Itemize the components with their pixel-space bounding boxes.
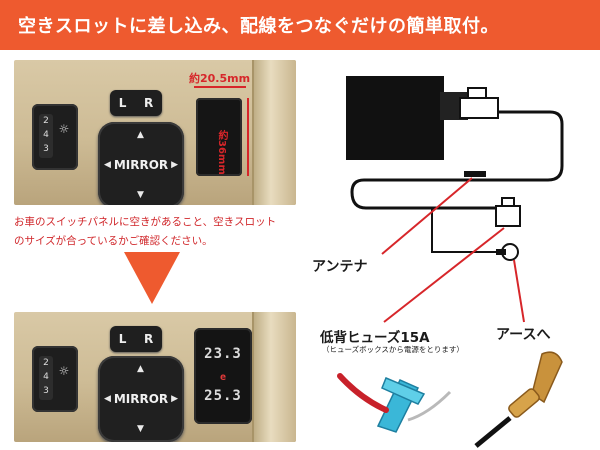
ground-wire (431, 208, 496, 253)
dial-switch: 2 4 3 ☼ (32, 346, 78, 412)
down-arrow-icon (124, 252, 180, 304)
dial-number: 3 (43, 144, 49, 154)
gauge-indicator: e (219, 372, 227, 383)
dial-number: 3 (43, 386, 49, 396)
arrow-left-icon: ◀ (104, 394, 111, 404)
tire-pressure-gauge: 23.3 e 25.3 (194, 328, 252, 424)
gauge-reading-top: 23.3 (204, 346, 242, 362)
dial-numbers: 2 4 3 (39, 356, 53, 400)
headlamp-icon: ☼ (58, 122, 70, 136)
arrow-right-icon: ▶ (171, 394, 178, 404)
mirror-switch: ▲ ▼ ◀ ▶ MIRROR (98, 122, 184, 205)
dial-number: 2 (43, 116, 49, 126)
mirror-label: MIRROR (113, 392, 169, 406)
headlamp-icon: ☼ (58, 364, 70, 378)
gauge-reading-bottom: 25.3 (204, 388, 242, 404)
fuse-holder (495, 205, 521, 227)
arrow-right-icon: ▶ (171, 160, 178, 170)
empty-slot (196, 98, 242, 176)
dial-switch: 2 4 3 ☼ (32, 104, 78, 170)
arrow-up-icon: ▲ (137, 130, 144, 140)
antenna-leader (381, 177, 473, 255)
switch-panel-photo-before: 2 4 3 ☼ L R ▲ ▼ ◀ ▶ MIRROR 約20.5mm 約36mm (14, 60, 296, 205)
lr-right-label: R (143, 96, 154, 110)
dial-number: 2 (43, 358, 49, 368)
fuse-red-wire (337, 373, 389, 413)
fuse-note: （ヒューズボックスから電源をとります） (322, 345, 464, 354)
fuse-top (501, 197, 515, 207)
panel-edge (252, 312, 296, 442)
wiring-diagram: アンテナ 低背ヒューズ15A （ヒューズボックスから電源をとります） アースへ (300, 58, 600, 450)
panel-edge (252, 60, 296, 205)
width-dimension-line (194, 86, 246, 88)
mirror-label: MIRROR (113, 158, 169, 172)
ground-leader (513, 259, 525, 323)
lr-switch: L R (110, 326, 162, 352)
arrow-down-icon: ▼ (137, 190, 144, 200)
terminal-crimp (508, 388, 540, 418)
banner-title: 空きスロットに差し込み、配線をつなぐだけの簡単取付。 (18, 16, 499, 37)
device-body (346, 76, 444, 160)
lr-right-label: R (143, 332, 154, 346)
switch-panel-photo-after: 2 4 3 ☼ L R ▲ ▼ ◀ ▶ MIRROR 23.3 e 25.3 (14, 312, 296, 442)
arrow-left-icon: ◀ (104, 160, 111, 170)
lr-switch: L R (110, 90, 162, 116)
fuse-leader (383, 227, 505, 323)
fit-caption: お車のスイッチパネルに空きがあること、空きスロット のサイズが合っているかご確認… (14, 213, 296, 251)
plug-connector (459, 97, 499, 119)
fuse-cap (381, 377, 426, 405)
dial-number: 4 (43, 130, 49, 140)
lr-left-label: L (118, 332, 127, 346)
arrow-up-icon: ▲ (137, 364, 144, 374)
arrow-down-icon: ▼ (137, 424, 144, 434)
fuse-label: 低背ヒューズ15A (320, 330, 430, 346)
caption-line-2: のサイズが合っているかご確認ください。 (14, 235, 213, 247)
header-banner: 空きスロットに差し込み、配線をつなぐだけの簡単取付。 (0, 0, 600, 50)
slot-height-label: 約36mm (216, 130, 227, 175)
ground-label: アースへ (496, 327, 551, 343)
lr-left-label: L (118, 96, 127, 110)
ground-black-wire (474, 416, 512, 448)
ground-crimp (496, 249, 506, 255)
mirror-switch: ▲ ▼ ◀ ▶ MIRROR (98, 356, 184, 442)
dial-numbers: 2 4 3 (39, 114, 53, 158)
antenna-label: アンテナ (312, 259, 368, 275)
slot-width-label: 約20.5mm (189, 72, 251, 85)
spade-terminal (531, 351, 563, 404)
plug-latch (467, 87, 487, 99)
caption-line-1: お車のスイッチパネルに空きがあること、空きスロット (14, 216, 277, 228)
fuse-lead (407, 390, 452, 422)
main-wire (350, 110, 564, 210)
dial-number: 4 (43, 372, 49, 382)
height-dimension-line (247, 98, 249, 176)
wiring-drawing (337, 76, 564, 448)
